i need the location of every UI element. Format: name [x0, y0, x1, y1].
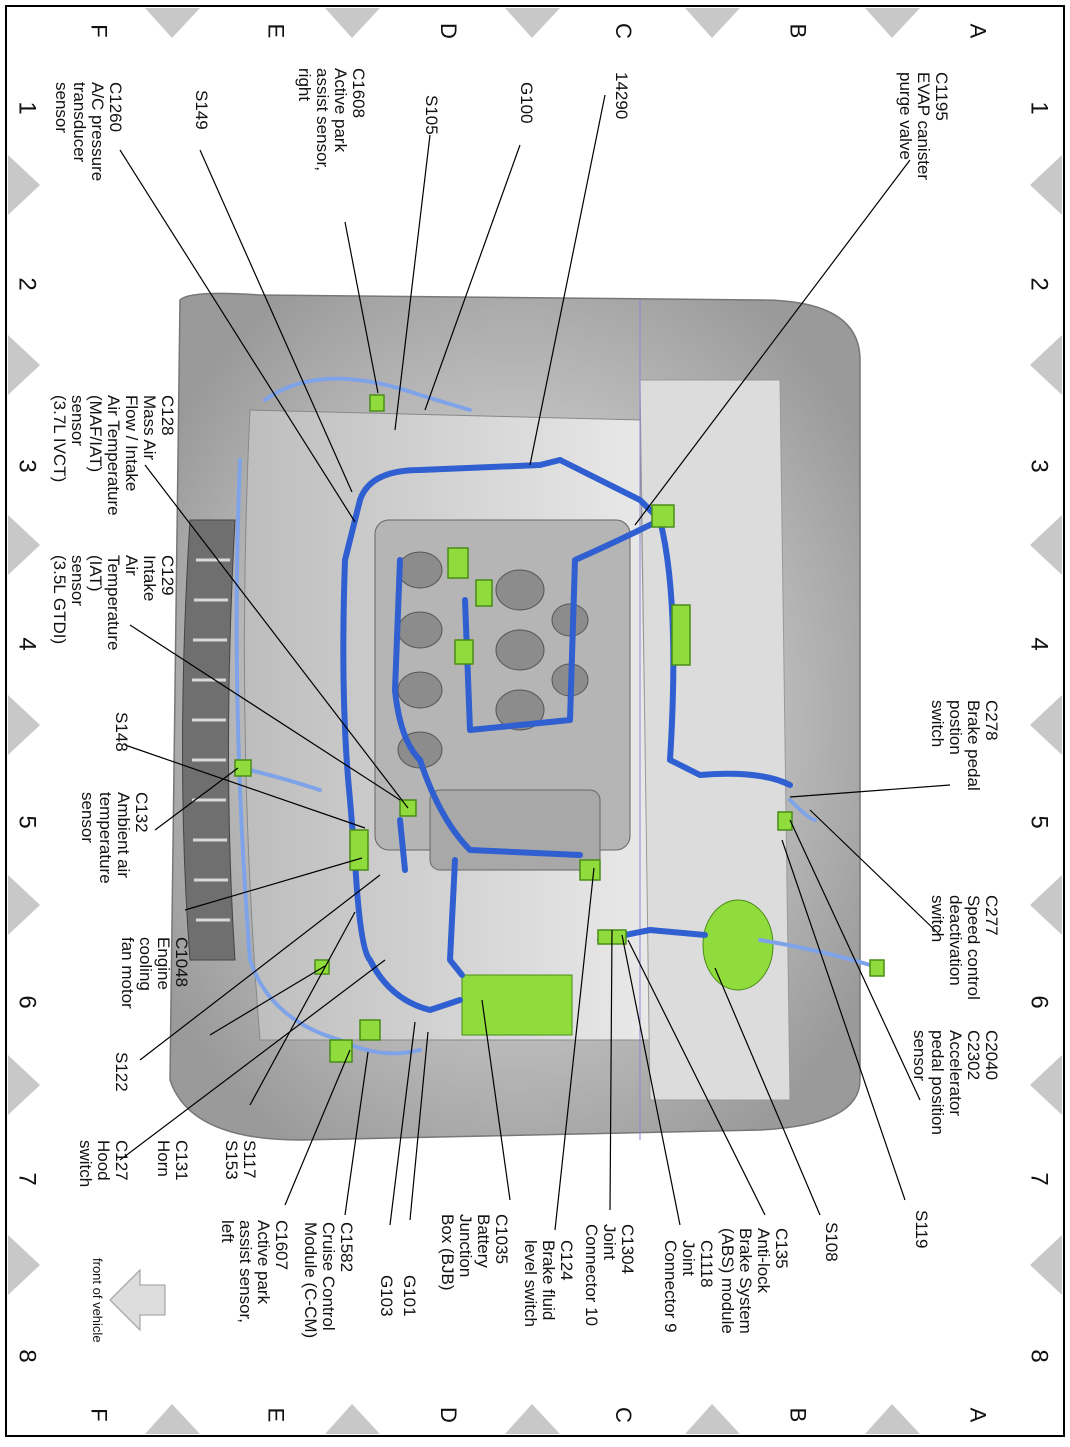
label-14290: 14290 [612, 72, 631, 120]
label-s149: S149 [192, 90, 211, 130]
grid-col-1-left: 1 [13, 101, 41, 115]
label-c127: C127 Hood switch [76, 1140, 131, 1188]
front-of-vehicle-label: front of vehicle [90, 1258, 105, 1343]
label-s148: S148 [112, 712, 131, 752]
grid-col-2-right: 2 [1025, 277, 1053, 291]
label-c1608: C1608 Active park assist sensor, right [295, 68, 368, 171]
grid-row-d-bottom: D [435, 1407, 461, 1423]
label-c128: C128 Mass Air Flow / Intake Air Temperat… [50, 395, 177, 516]
label-c1048: C1048 Engine cooling fan motor [118, 937, 191, 1009]
grid-col-8-right: 8 [1025, 1349, 1053, 1363]
harness [340, 457, 793, 1013]
grid-row-f-bottom: F [86, 1408, 112, 1422]
grid-col-3-left: 3 [13, 459, 41, 473]
grid-row-c-bottom: C [610, 1407, 636, 1423]
label-g101: G101 [400, 1275, 419, 1317]
grid-markers [8, 8, 1062, 1434]
label-c1607: C1607 Active park assist sensor, left [218, 1220, 291, 1323]
label-s117-s153: S117 S153 [222, 1140, 259, 1180]
label-c277: C277 Speed control deactivation switch [928, 895, 1001, 1000]
label-s122: S122 [112, 1052, 131, 1092]
grid-col-4-right: 4 [1025, 637, 1053, 651]
front-of-vehicle-arrow-icon [109, 1268, 166, 1332]
label-c124: C124 Brake fluid level switch [521, 1240, 576, 1327]
label-c1035: C1035 Battery Junction Box (BJB) [438, 1214, 511, 1291]
label-c1118: C1118 Joint Connector 9 [661, 1240, 716, 1333]
label-s105: S105 [422, 95, 441, 135]
label-g103: G103 [377, 1275, 396, 1317]
harness-light [234, 376, 872, 1056]
grid-col-6-left: 6 [13, 995, 41, 1009]
label-c1260: C1260 A/C pressure transducer sensor [52, 82, 125, 182]
label-c131: C131 Horn [154, 1140, 191, 1181]
label-s108: S108 [822, 1222, 841, 1262]
label-c1582: C1582 Cruise Control Module (C-CM) [301, 1222, 356, 1339]
grid-row-a-bottom: A [965, 1407, 991, 1423]
grid-col-3-right: 3 [1025, 459, 1053, 473]
grid-row-e-top: E [263, 23, 289, 39]
grid-row-f-top: F [86, 24, 112, 38]
grid-row-c-top: C [610, 23, 636, 39]
grid-col-4-left: 4 [13, 637, 41, 651]
grid-col-7-left: 7 [13, 1172, 41, 1186]
label-c1195: C1195 EVAP canister purge valve [896, 72, 951, 181]
label-s119: S119 [912, 1210, 931, 1249]
grid-row-b-top: B [785, 23, 811, 39]
grid-col-5-right: 5 [1025, 815, 1053, 829]
label-g100: G100 [517, 82, 536, 124]
grid-col-6-right: 6 [1025, 995, 1053, 1009]
abs-module [702, 899, 774, 991]
label-c1304: C1304 Joint Connector 10 [582, 1224, 637, 1327]
grid-row-a-top: A [965, 23, 991, 39]
grid-col-7-right: 7 [1025, 1172, 1053, 1186]
label-c129: C129 Intake Air Temperature (IAT) sensor… [50, 555, 177, 651]
grid-row-b-bottom: B [785, 1407, 811, 1423]
grid-col-1-right: 1 [1025, 101, 1053, 115]
label-c278: C278 Brake pedal postion switch [928, 700, 1001, 791]
grid-row-e-bottom: E [263, 1407, 289, 1423]
label-c2040-c2302: C2040 C2302 Accelerator pedal position s… [910, 1030, 1001, 1135]
grille [182, 519, 236, 961]
grid-col-8-left: 8 [13, 1349, 41, 1363]
grid-col-2-left: 2 [13, 277, 41, 291]
label-c132: C132 Ambient air temperature sensor [78, 792, 151, 884]
grid-row-d-top: D [435, 23, 461, 39]
connectors [234, 394, 885, 1063]
label-c135: C135 Anti-lock Brake System (ABS) module [718, 1228, 791, 1334]
leader-lines [119, 94, 951, 1231]
grid-col-5-left: 5 [13, 815, 41, 829]
battery-junction-box [461, 974, 573, 1036]
